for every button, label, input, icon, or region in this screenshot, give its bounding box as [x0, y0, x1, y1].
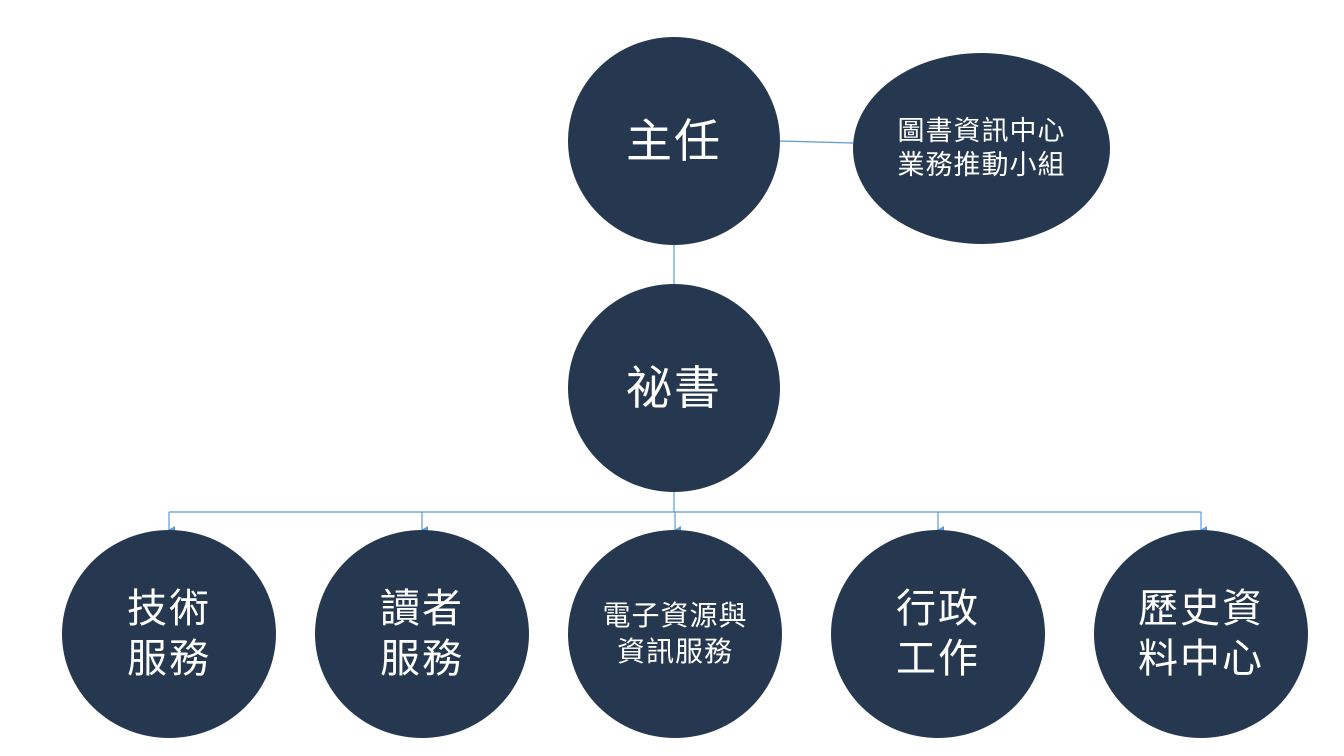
node-committee-label-line1: 圖書資訊中心 — [897, 115, 1066, 147]
node-director: 主任 — [568, 37, 780, 245]
node-promotion-committee: 圖書資訊中心 業務推動小組 — [853, 53, 1110, 244]
node-technical-services: 技術 服務 — [62, 530, 276, 738]
node-historical-materials-center: 歷史資 料中心 — [1094, 530, 1308, 738]
node-technical-services-label-line1: 技術 — [127, 586, 211, 632]
node-secretary: 祕書 — [568, 284, 780, 492]
node-director-label: 主任 — [626, 114, 722, 168]
node-reader-services-label-line1: 讀者 — [380, 586, 464, 632]
connector-director-committee — [779, 140, 854, 144]
node-secretary-label: 祕書 — [626, 361, 722, 415]
node-administrative-work: 行政 工作 — [831, 530, 1045, 738]
node-history-label-line2: 料中心 — [1138, 636, 1264, 682]
node-committee-label-line2: 業務推動小組 — [897, 149, 1066, 181]
node-reader-services-label-line2: 服務 — [380, 636, 464, 682]
node-eresources-label-line1: 電子資源與 — [602, 599, 748, 632]
node-admin-label-line1: 行政 — [896, 586, 980, 632]
node-history-label-line1: 歷史資 — [1138, 586, 1264, 632]
node-technical-services-label-line2: 服務 — [127, 636, 211, 682]
node-reader-services: 讀者 服務 — [315, 530, 529, 738]
node-eresources-label-line2: 資訊服務 — [616, 635, 733, 668]
node-eresources-information-services: 電子資源與 資訊服務 — [568, 530, 782, 738]
node-admin-label-line2: 工作 — [896, 636, 980, 682]
